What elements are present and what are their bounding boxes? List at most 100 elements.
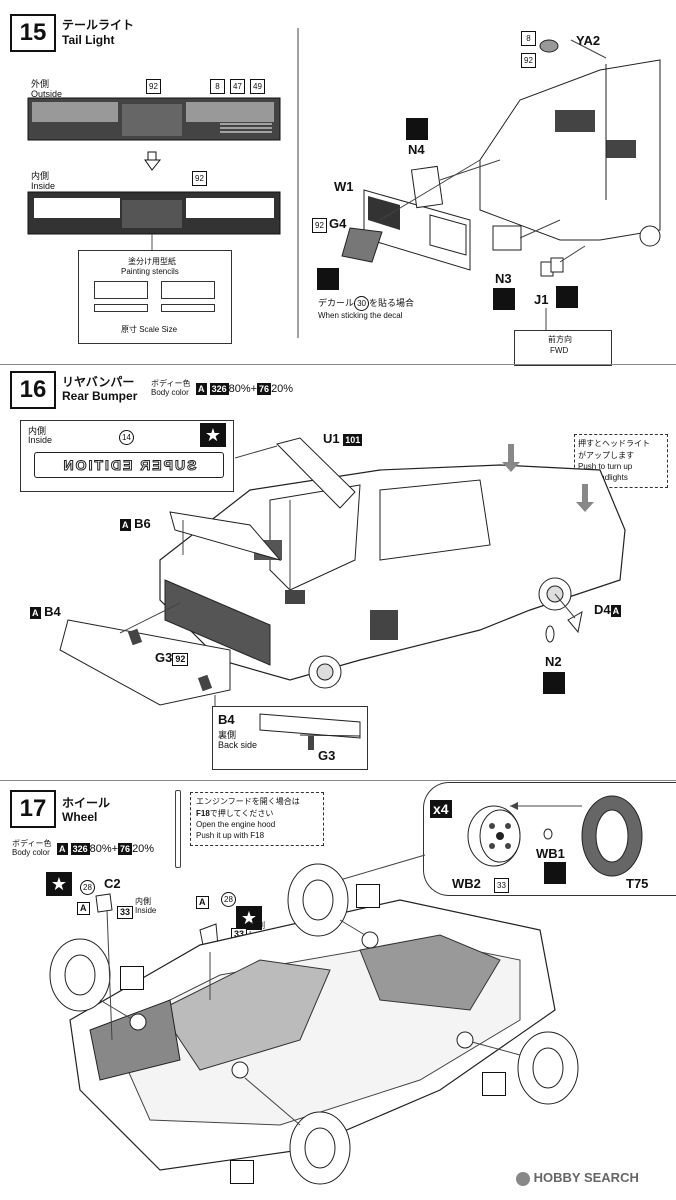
hood-note-jp-2: F18で押してください	[196, 808, 273, 819]
stencil-scale-label: 原寸 Scale Size	[121, 325, 178, 334]
part-u1-text: U1	[323, 431, 340, 446]
fwd-label-en: FWD	[550, 346, 569, 355]
c2-color-a: A	[77, 898, 90, 916]
c3-color-a-text: A	[196, 896, 209, 909]
part-g3-text: G3	[155, 650, 173, 665]
step-17-color-326: 326	[70, 843, 90, 855]
fwd-indicator-box	[514, 330, 612, 366]
step-16-body-color-en: Body color	[151, 388, 189, 397]
stencil-shape-left	[94, 281, 148, 299]
part-ya2-color-92: 92	[521, 53, 536, 68]
part-b4-label: A B4	[30, 604, 61, 619]
hobby-search-logo-icon	[516, 1171, 530, 1186]
part-g4-label: G4	[329, 216, 347, 231]
back-side-en: Back side	[218, 740, 258, 750]
c3-decal-28: 28	[221, 892, 236, 907]
stencil-label-en: Painting stencils	[121, 267, 179, 276]
step-17-body-color-en: Body color	[12, 848, 50, 857]
part-d4-text: D4	[594, 602, 611, 617]
c2-color-33: 33	[117, 902, 134, 920]
no-glue-icon-1	[120, 966, 144, 990]
stencil-strip-left	[94, 304, 148, 312]
part-j1-label: J1	[534, 292, 549, 307]
t75-label: T75	[626, 876, 649, 891]
hood-note-en-2: Push it up with F18	[196, 831, 265, 840]
color-8-outside: 8	[210, 79, 225, 94]
part-b6-text: B6	[134, 516, 151, 531]
part-u1-color: 101	[343, 434, 363, 446]
step-16-color-p1: 80%+	[228, 383, 258, 395]
c3-color-a: A	[196, 892, 209, 910]
step-17-color-p2: 20%	[132, 843, 155, 855]
no-paint-n4-icon	[406, 118, 428, 140]
stencil-strip-right	[161, 304, 215, 312]
c2-color-a-text: A	[77, 902, 90, 915]
no-glue-icon-3	[482, 1072, 506, 1096]
part-ya2-color-8: 8	[521, 31, 536, 46]
part-b6-label: A B6	[120, 516, 151, 531]
hood-note-en-1: Open the engine hood	[196, 820, 276, 829]
decal-note-jp-suffix: を貼る場合	[369, 298, 415, 308]
step-17-title-jp: ホイール	[62, 796, 111, 810]
c2-color-33-text: 33	[117, 906, 134, 919]
part-n4-label: N4	[408, 142, 425, 157]
back-side-part: B4	[218, 712, 235, 727]
step-17-color-p1: 80%+	[89, 843, 119, 855]
stencil-shape-right	[161, 281, 215, 299]
step-17-color-76: 76	[118, 843, 133, 855]
part-ya2-label: YA2	[576, 33, 601, 48]
step-16-number: 16	[10, 371, 56, 409]
wb2-color: 33	[494, 878, 509, 893]
back-side-jp: 裏側	[218, 730, 237, 740]
hood-note-jp-2-text: で押してください	[209, 809, 274, 818]
back-side-g3: G3	[318, 748, 336, 763]
step-16-title-en: Rear Bumper	[62, 389, 138, 403]
section-divider-15-16	[0, 364, 676, 365]
step-16-color-a: A	[196, 383, 207, 395]
no-glue-icon-2	[356, 884, 380, 908]
emblem-inside-en: Inside	[28, 435, 53, 445]
step-15-title-jp: テールライト	[62, 18, 135, 32]
emblem-inside-jp: 内側	[28, 426, 47, 436]
no-paint-n2-icon	[543, 672, 565, 694]
step-17-body-color-jp: ボディー色	[12, 839, 52, 848]
c3-inside-jp: 内側	[249, 921, 265, 930]
hood-note-box	[190, 792, 324, 846]
hood-note-jp-1: エンジンフードを開く場合は	[196, 797, 300, 806]
f18-rod	[175, 790, 181, 868]
part-n3-label: N3	[495, 271, 512, 286]
x4-badge: x4	[430, 800, 452, 818]
decal-note-jp-text: デカール	[318, 298, 355, 308]
step-17-title-en: Wheel	[62, 810, 98, 824]
step-16-title-jp: リヤバンパー	[62, 375, 135, 389]
color-92-outside: 92	[146, 79, 161, 94]
step-15-title-en: Tail Light	[62, 33, 115, 47]
headlight-note-en-1: Push to turn up	[578, 462, 633, 471]
x4-text: x4	[433, 801, 449, 817]
part-b4-a: A	[30, 607, 41, 619]
part-g4-color: 92	[312, 218, 327, 233]
headlight-note-jp-1: 押すとヘッドライト	[578, 439, 650, 448]
c2-label: C2	[104, 876, 121, 891]
watermark-text: HOBBY SEARCH	[533, 1170, 639, 1185]
part-d4-a: A	[610, 605, 622, 617]
step-16-color-p2: 20%	[271, 383, 294, 395]
part-b6-a: A	[120, 519, 131, 531]
step-15-number: 15	[10, 14, 56, 52]
part-b4-text: B4	[44, 604, 61, 619]
star-icon-emblem: ★	[200, 423, 226, 447]
hobby-search-watermark: HOBBY SEARCH	[516, 1170, 639, 1186]
no-paint-wb1-icon	[544, 862, 566, 884]
part-n2-label: N2	[545, 654, 562, 669]
fwd-label-jp: 前方向	[548, 335, 572, 344]
